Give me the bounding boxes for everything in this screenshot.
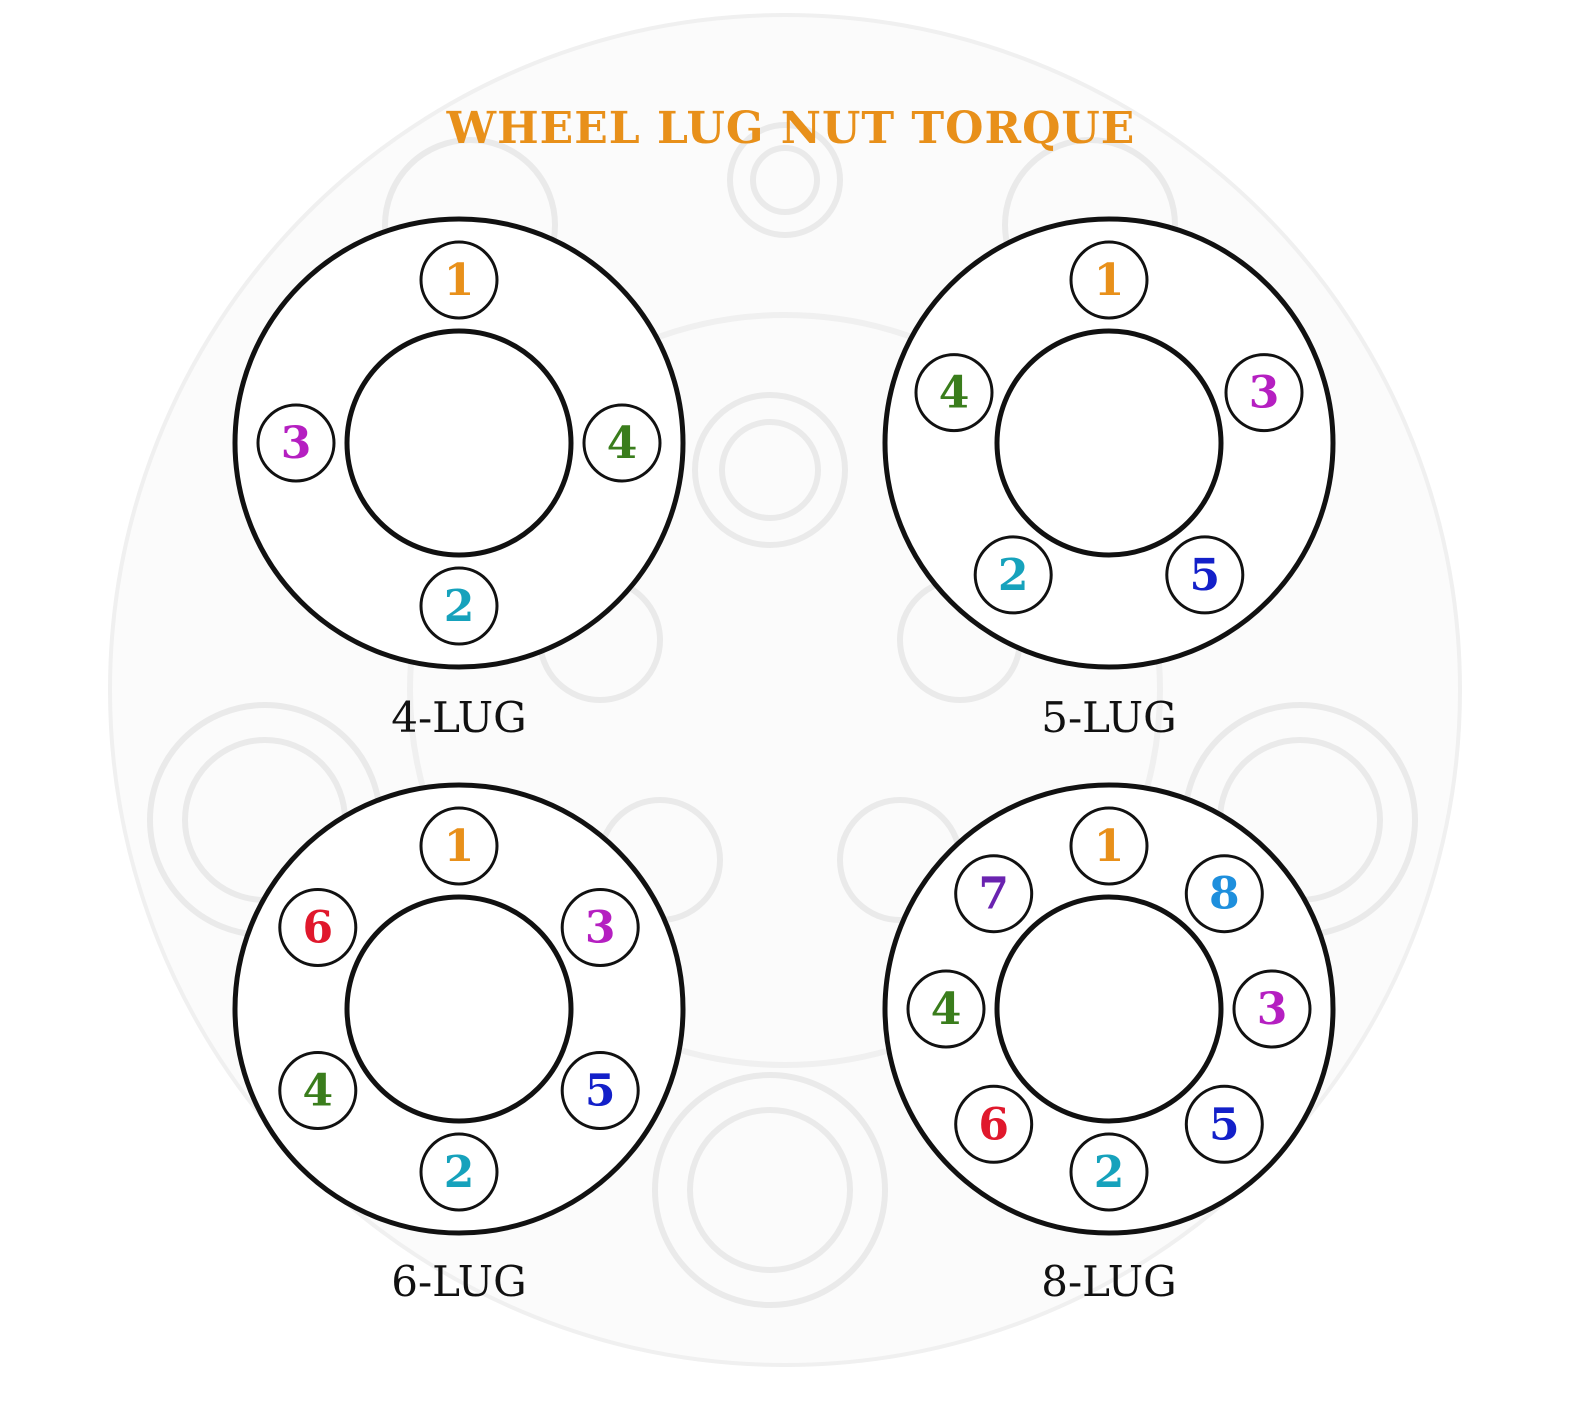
- lug-nut: 2: [419, 566, 499, 646]
- lug-nut-circle: [1069, 806, 1149, 886]
- lug-nut: 6: [954, 1084, 1034, 1164]
- wheel-center-bore: [344, 328, 574, 558]
- lug-sequence-number: 1: [1094, 821, 1125, 872]
- wheel-diagrams-group: 1 4 2 3 4-LUG 1 3 5 2 4 5-LUG 1 3 5 2 4 6 6-LUG 1 8 3 5 2 6 4 7 8-…: [232, 216, 1336, 1306]
- wheel-diagram-8-lug: 1 8 3 5 2 6 4 7 8-LUG: [882, 782, 1336, 1306]
- lug-sequence-number: 3: [281, 418, 312, 469]
- lug-pattern-label: 8-LUG: [1041, 1257, 1176, 1306]
- lug-nut: 7: [954, 854, 1034, 934]
- lug-sequence-number: 5: [1189, 550, 1220, 601]
- wheel-diagram-5-lug: 1 3 5 2 4 5-LUG: [882, 216, 1336, 742]
- lug-nut-circle: [560, 1051, 640, 1130]
- lug-nut-circle: [914, 353, 994, 433]
- lug-sequence-number: 7: [978, 869, 1009, 920]
- wheel-center-bore: [344, 894, 574, 1124]
- lug-sequence-number: 3: [585, 903, 616, 954]
- lug-nut: 3: [1224, 353, 1304, 433]
- lug-pattern-label: 5-LUG: [1041, 693, 1176, 742]
- lug-nut-circle: [1232, 969, 1312, 1049]
- lug-nut: 1: [419, 806, 499, 886]
- lug-sequence-number: 6: [978, 1099, 1009, 1150]
- lug-sequence-number: 2: [444, 1147, 475, 1198]
- lug-nut: 4: [278, 1051, 358, 1130]
- lug-sequence-number: 8: [1209, 869, 1240, 920]
- lug-sequence-number: 2: [1094, 1147, 1125, 1198]
- lug-nut: 6: [278, 888, 358, 967]
- wheel-diagram-4-lug: 1 4 2 3 4-LUG: [232, 216, 686, 742]
- lug-nut-circle: [906, 969, 986, 1049]
- lug-nut: 4: [914, 353, 994, 433]
- lug-pattern-label: 4-LUG: [391, 693, 526, 742]
- lug-sequence-number: 1: [444, 821, 475, 872]
- lug-sequence-number: 1: [444, 255, 475, 306]
- lug-nut-circle: [419, 1132, 499, 1212]
- wheel-diagram-6-lug: 1 3 5 2 4 6 6-LUG: [232, 782, 686, 1306]
- lug-nut: 5: [560, 1051, 640, 1130]
- lug-sequence-number: 5: [585, 1066, 616, 1117]
- lug-nut-circle: [954, 854, 1034, 934]
- lug-nut-circle: [419, 806, 499, 886]
- lug-sequence-number: 2: [444, 581, 475, 632]
- lug-nut-circle: [278, 888, 358, 967]
- lug-nut-circle: [1069, 1132, 1149, 1212]
- lug-sequence-number: 1: [1094, 255, 1125, 306]
- lug-nut: 1: [1069, 806, 1149, 886]
- lug-nut-circle: [973, 535, 1053, 615]
- lug-pattern-label: 6-LUG: [391, 1257, 526, 1306]
- lug-nut: 3: [560, 888, 640, 967]
- lug-sequence-number: 6: [302, 903, 333, 954]
- lug-sequence-number: 3: [1249, 368, 1280, 419]
- lug-sequence-number: 4: [939, 368, 970, 419]
- lug-sequence-number: 4: [931, 984, 962, 1035]
- wheel-center-bore: [994, 894, 1224, 1124]
- lug-nut-circle: [954, 1084, 1034, 1164]
- lug-nut-circle: [256, 403, 336, 483]
- lug-nut-circle: [278, 1051, 358, 1130]
- lug-nut: 5: [1184, 1084, 1264, 1164]
- lug-nut-circle: [1184, 854, 1264, 934]
- lug-nut-circle: [582, 403, 662, 483]
- lug-nut: 2: [973, 535, 1053, 615]
- wheel-center-bore: [994, 328, 1224, 558]
- lug-nut-circle: [1069, 240, 1149, 320]
- lug-sequence-number: 4: [302, 1066, 333, 1117]
- lug-nut: 8: [1184, 854, 1264, 934]
- diagram-title: WHEEL LUG NUT TORQUE: [446, 103, 1136, 154]
- lug-sequence-number: 4: [607, 418, 638, 469]
- lug-sequence-number: 5: [1209, 1099, 1240, 1150]
- lug-nut-circle: [1184, 1084, 1264, 1164]
- lug-nut: 3: [256, 403, 336, 483]
- lug-nut: 5: [1165, 535, 1245, 615]
- lug-nut-circle: [1224, 353, 1304, 433]
- lug-nut-circle: [419, 240, 499, 320]
- lug-nut: 4: [582, 403, 662, 483]
- lug-nut-circle: [1165, 535, 1245, 615]
- lug-nut-circle: [560, 888, 640, 967]
- lug-nut: 3: [1232, 969, 1312, 1049]
- lug-sequence-number: 2: [998, 550, 1029, 601]
- lug-nut-circle: [419, 566, 499, 646]
- lug-nut: 2: [419, 1132, 499, 1212]
- lug-sequence-number: 3: [1257, 984, 1288, 1035]
- lug-nut: 1: [419, 240, 499, 320]
- lug-nut: 1: [1069, 240, 1149, 320]
- lug-nut: 2: [1069, 1132, 1149, 1212]
- lug-nut: 4: [906, 969, 986, 1049]
